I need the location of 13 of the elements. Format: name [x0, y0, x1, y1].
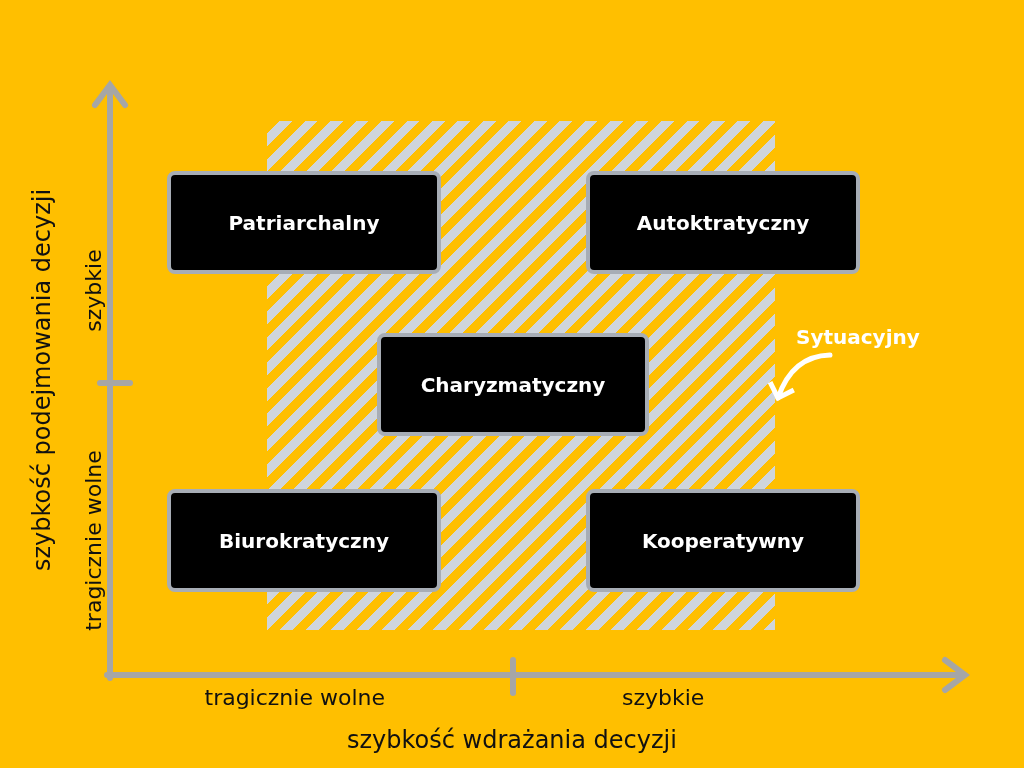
- style-box: Charyzmatyczny: [377, 333, 649, 436]
- style-box: Autoktratyczny: [586, 171, 860, 274]
- axis-label: szybkie: [622, 684, 705, 710]
- callout-text: Sytuacyjny: [796, 325, 928, 353]
- style-box: Patriarchalny: [167, 171, 441, 274]
- style-box: Biurokratyczny: [167, 489, 441, 592]
- curved-arrow: [768, 352, 833, 401]
- axis-title: szybkość wdrażania decyzji: [347, 726, 677, 754]
- axis-label: tragicznie wolne: [80, 449, 106, 631]
- axis-title: szybkość podejmowania decyzji: [28, 188, 57, 572]
- style-box: Kooperatywny: [586, 489, 860, 592]
- axis-label: tragicznie wolne: [204, 684, 385, 710]
- axis-label: szybkie: [80, 248, 106, 332]
